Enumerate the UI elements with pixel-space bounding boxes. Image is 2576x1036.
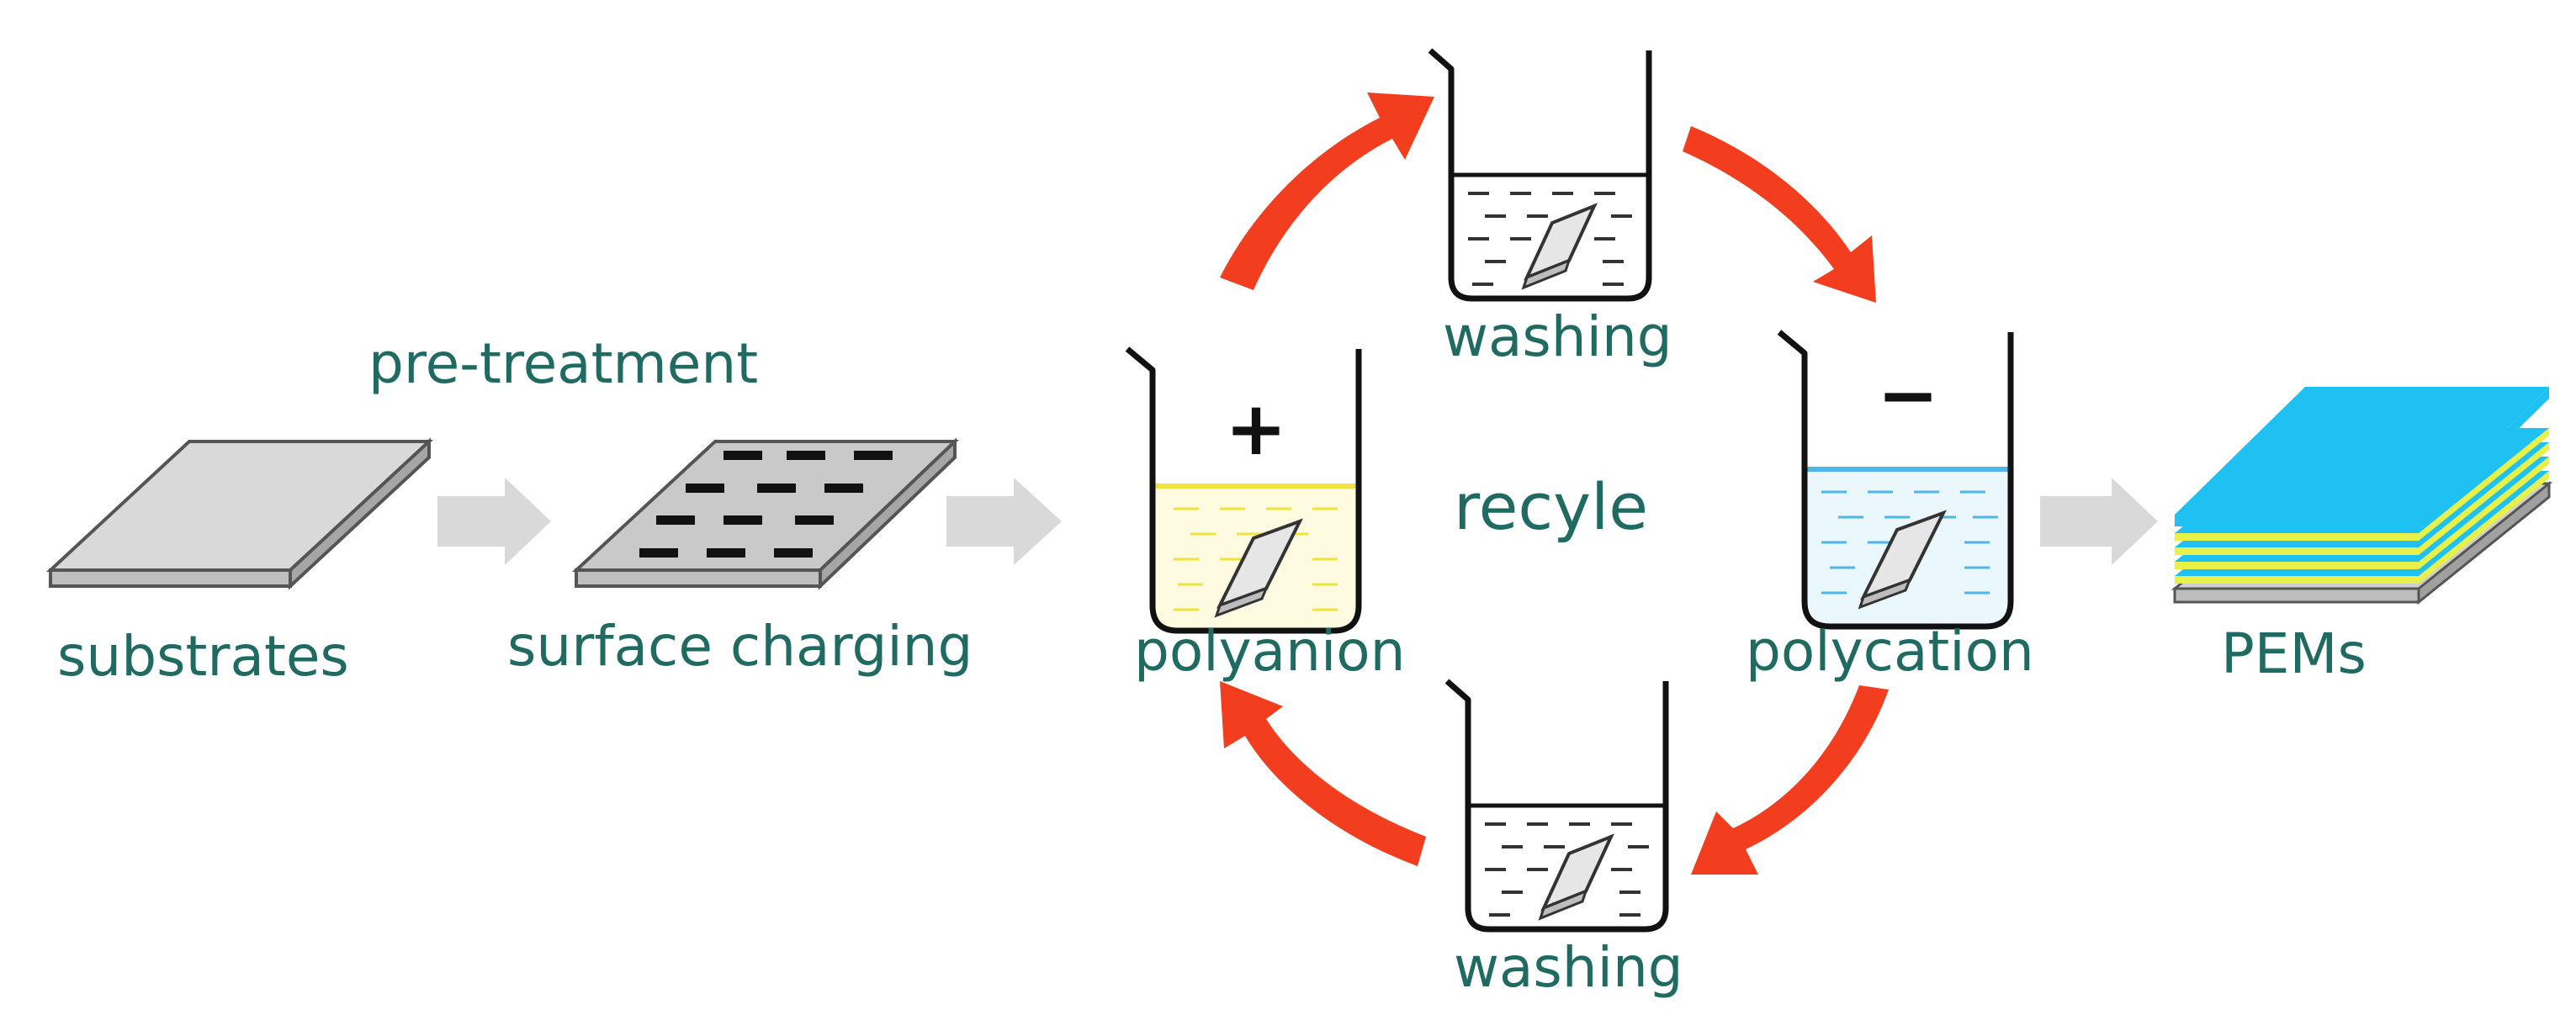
pems-stack bbox=[2171, 387, 2553, 605]
polyanion-beaker bbox=[1125, 346, 1362, 634]
label-washing-top: washing bbox=[1443, 304, 1672, 369]
surface-charge-marks bbox=[639, 451, 893, 558]
cycle-arrow-cation-to-wash bbox=[1691, 685, 1889, 875]
washing-beaker-bottom bbox=[1444, 679, 1669, 933]
plus-sign: + bbox=[1225, 385, 1287, 472]
washing-beaker-top bbox=[1428, 48, 1652, 302]
minus-sign: − bbox=[1877, 352, 1939, 438]
cycle-arrow-anion-to-wash bbox=[1220, 92, 1434, 290]
substrate-plate bbox=[45, 437, 434, 590]
cycle-arrows bbox=[1220, 92, 1889, 875]
label-polycation: polycation bbox=[1746, 619, 2034, 684]
label-surface-charging: surface charging bbox=[507, 614, 973, 679]
label-pems: PEMs bbox=[2221, 621, 2367, 686]
flow-arrow-3 bbox=[2040, 478, 2158, 565]
label-recycle: recyle bbox=[1454, 469, 1648, 544]
label-washing-bottom: washing bbox=[1454, 935, 1683, 1000]
cycle-arrow-wash-to-anion bbox=[1220, 681, 1426, 866]
flow-arrow-1 bbox=[437, 478, 551, 565]
polycation-beaker bbox=[1777, 330, 2014, 630]
label-pre-treatment: pre-treatment bbox=[368, 331, 759, 396]
label-polyanion: polyanion bbox=[1134, 619, 1406, 684]
charged-substrate-plate bbox=[571, 437, 959, 590]
label-substrates: substrates bbox=[57, 624, 349, 689]
flow-arrow-2 bbox=[946, 478, 1062, 565]
cycle-arrow-wash-to-cation bbox=[1683, 126, 1876, 303]
